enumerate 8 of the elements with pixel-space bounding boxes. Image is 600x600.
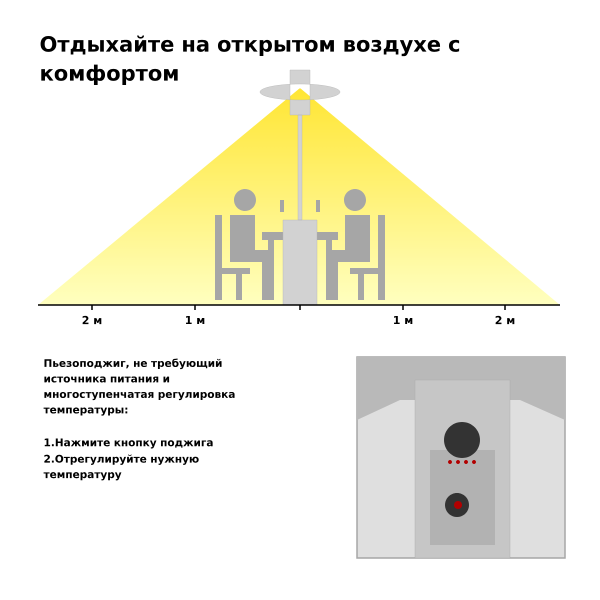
distance-label: 1 м (394, 316, 412, 324)
step-text: 2.Отрегулируйте нужную температуру (44, 454, 199, 480)
step-text: 1.Нажмите кнопку поджига (44, 438, 213, 448)
description: Пьезоподжиг, не требующий источника питания и многоступенчатая регулировка температуры: (44, 358, 235, 416)
distance-label: 2 м (496, 316, 514, 324)
distance-label: 2 м (82, 316, 102, 324)
title: Отдыхайте на открытом воздухе с комфортом (40, 36, 460, 85)
distance-label: 1 м (186, 316, 204, 324)
